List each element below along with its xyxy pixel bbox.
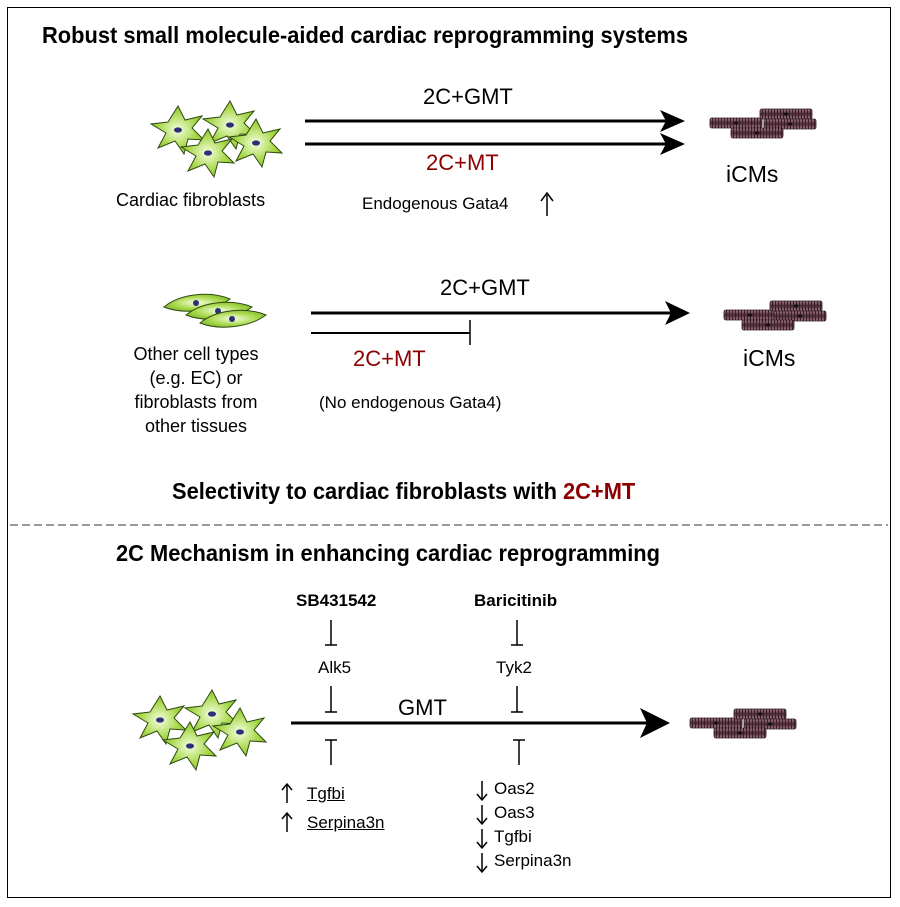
other-cell-types-cells [163,293,267,328]
arrowhead-icon [665,301,690,325]
panel3-title: 2C Mechanism in enhancing cardiac reprog… [116,540,660,566]
inhibition-lines [325,620,525,765]
cardiac-fibroblast-cells-1 [150,100,283,178]
arrowhead-icon [660,110,685,132]
arrow-label-2c-mt: 2C+MT [426,150,499,175]
arrow-label-2c-gmt: 2C+GMT [423,84,513,109]
up-gene: Tgfbi [307,784,345,803]
source-line: Other cell types [133,344,259,364]
selectivity-summary: Selectivity to cardiac fibroblasts with … [172,478,635,505]
icm-cells-1 [709,108,817,139]
down-gene: Serpina3n [494,851,572,870]
drug-sb431542: SB431542 [296,591,377,610]
up-arrow-icon [540,191,554,216]
cardiac-fibroblast-cells-2 [132,689,267,771]
endogenous-gata4-note: Endogenous Gata4 [362,194,509,213]
figure-frame [7,7,891,898]
no-gata4-note: (No endogenous Gata4) [319,393,502,412]
cardiac-fibroblasts-label: Cardiac fibroblasts [116,190,266,210]
summary-highlight: 2C+MT [562,478,636,504]
down-gene: Oas3 [494,803,535,822]
up-gene: Serpina3n [307,813,385,832]
target-tyk2: Tyk2 [496,658,532,677]
arrow-label-gmt: GMT [398,695,447,720]
down-gene: Oas2 [494,779,535,798]
down-gene: Tgfbi [494,827,532,846]
target-alk5: Alk5 [318,658,352,677]
source-line: fibroblasts from [134,392,258,412]
other-cell-types-label: Other cell types (e.g. EC) or fibroblast… [128,342,264,438]
source-line: other tissues [144,416,248,436]
source-line: (e.g. EC) or [149,368,243,388]
panel1-title: Robust small molecule-aided cardiac repr… [42,22,689,48]
icm-cells-3 [689,708,797,739]
arrow-label-2c-gmt-2: 2C+GMT [440,275,530,300]
down-arrow-icons [476,781,488,874]
icm-cells-2 [723,300,827,331]
blocked-label-2c-mt: 2C+MT [353,346,426,371]
drug-baricitinib: Baricitinib [474,591,558,610]
icms-label-2: iCMs [743,345,796,371]
arrowhead-icon [660,133,685,155]
icms-label-1: iCMs [726,161,779,187]
up-arrow-icons [281,782,293,832]
arrowhead-icon [640,708,670,738]
summary-text: Selectivity to cardiac fibroblasts with [172,478,563,504]
